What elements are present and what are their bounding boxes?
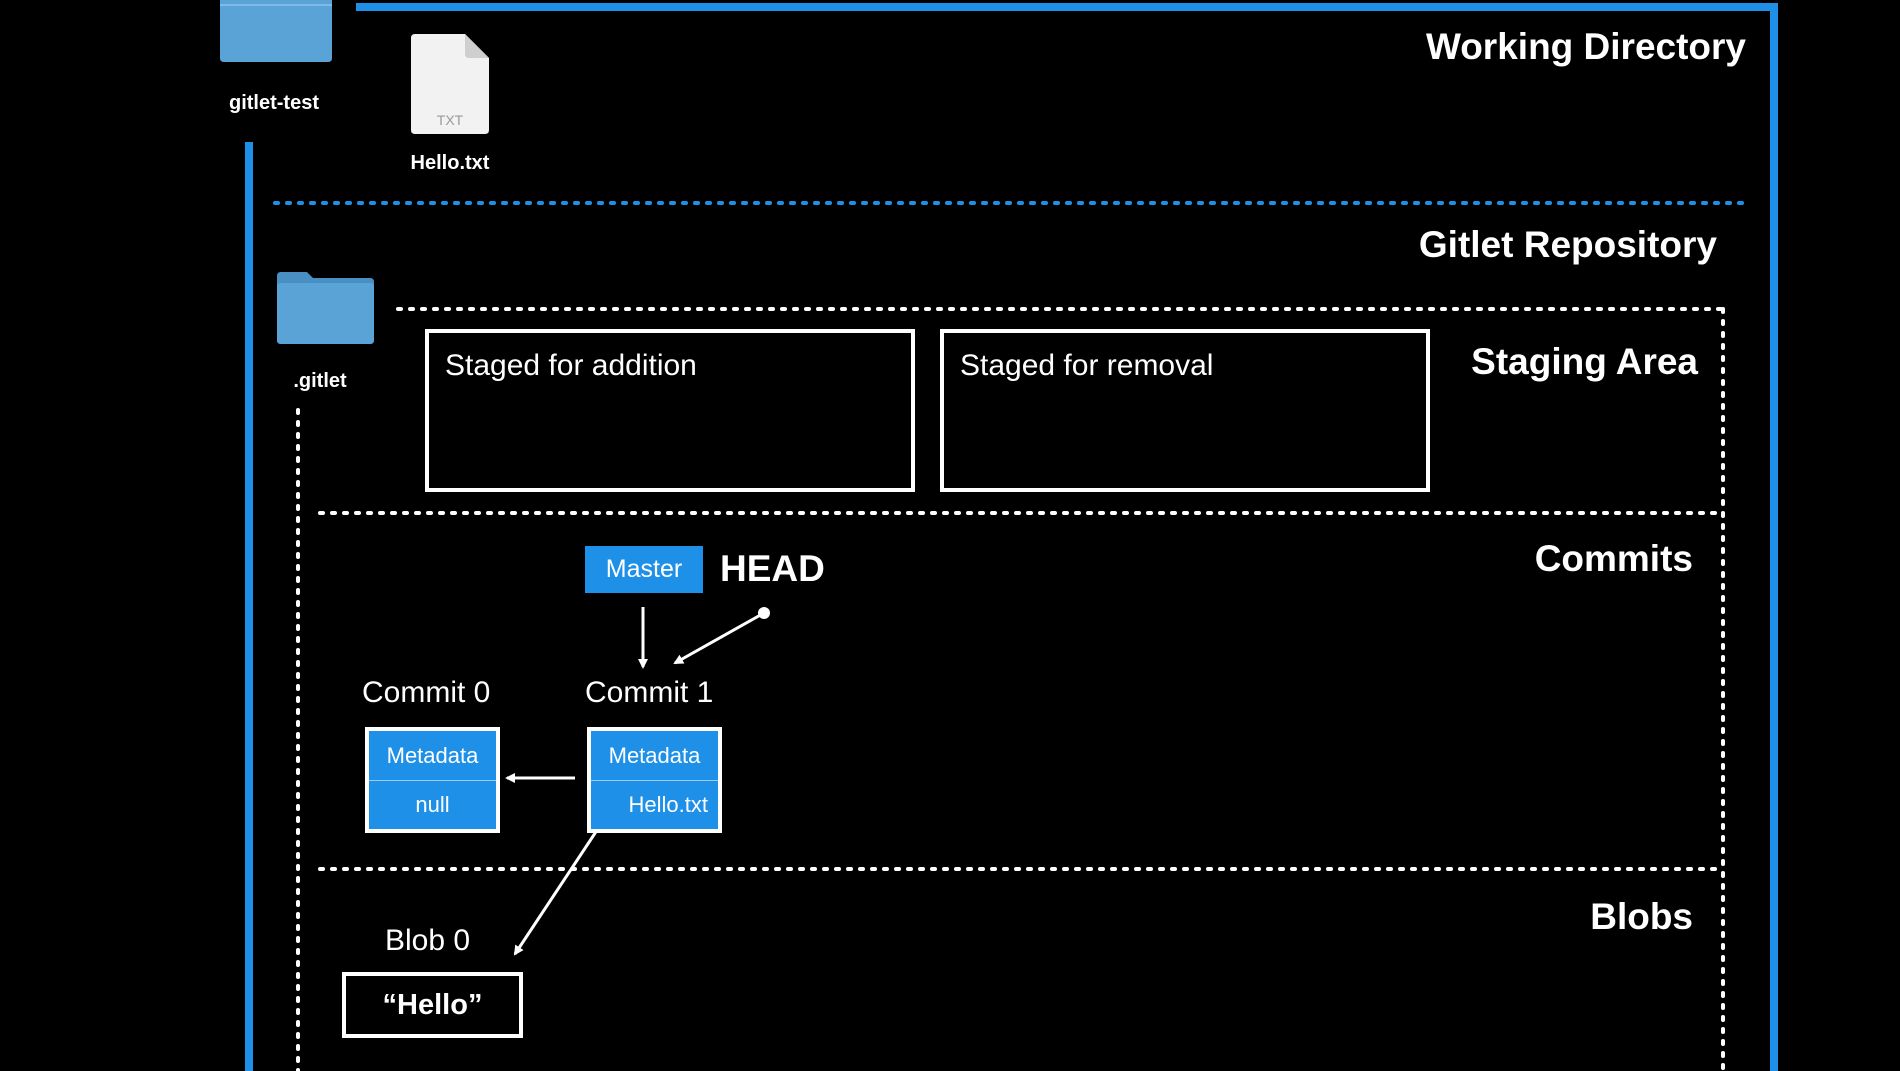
folder-icon [220, 0, 332, 62]
commit-1-label: Commit 1 [585, 676, 714, 709]
gitlet-repository-title: Gitlet Repository [1418, 224, 1717, 265]
blob-0-box[interactable]: “Hello” [342, 972, 523, 1038]
gitlet-test-folder-label: gitlet-test [229, 92, 319, 114]
staged-for-addition-box: Staged for addition [425, 329, 915, 492]
staged-for-removal-box: Staged for removal [940, 329, 1430, 492]
commit-1-box[interactable]: Metadata Hello.txt [587, 727, 722, 833]
head-pointer-label: HEAD [720, 548, 825, 589]
hello-txt-file[interactable]: TXT [411, 34, 489, 134]
working-directory-title: Working Directory [1425, 26, 1746, 67]
folder-icon [277, 272, 374, 344]
gitlet-folder[interactable] [277, 268, 374, 344]
master-branch-tag[interactable]: Master [585, 546, 703, 593]
commit-0-metadata: Metadata [369, 731, 496, 781]
head-pointer-arrow [673, 611, 765, 665]
blob-0-label: Blob 0 [385, 924, 471, 957]
commit-0-ref: null [415, 791, 450, 817]
commit-0-box[interactable]: Metadata null [365, 727, 500, 833]
file-type-label: TXT [436, 112, 464, 128]
hello-txt-file-label: Hello.txt [410, 152, 490, 174]
commits-title: Commits [1534, 538, 1693, 579]
commit-0-label: Commit 0 [362, 676, 491, 709]
staging-area-title: Staging Area [1471, 341, 1698, 382]
commit-1-metadata: Metadata [591, 731, 718, 781]
staged-for-removal-label: Staged for removal [960, 349, 1214, 382]
blobs-title: Blobs [1590, 896, 1693, 937]
text-file-icon [411, 34, 489, 134]
staged-for-addition-label: Staged for addition [445, 349, 697, 382]
gitlet-test-folder[interactable] [220, 0, 332, 62]
commit-1-ref: Hello.txt [628, 791, 708, 817]
gitlet-folder-label: .gitlet [293, 370, 347, 392]
